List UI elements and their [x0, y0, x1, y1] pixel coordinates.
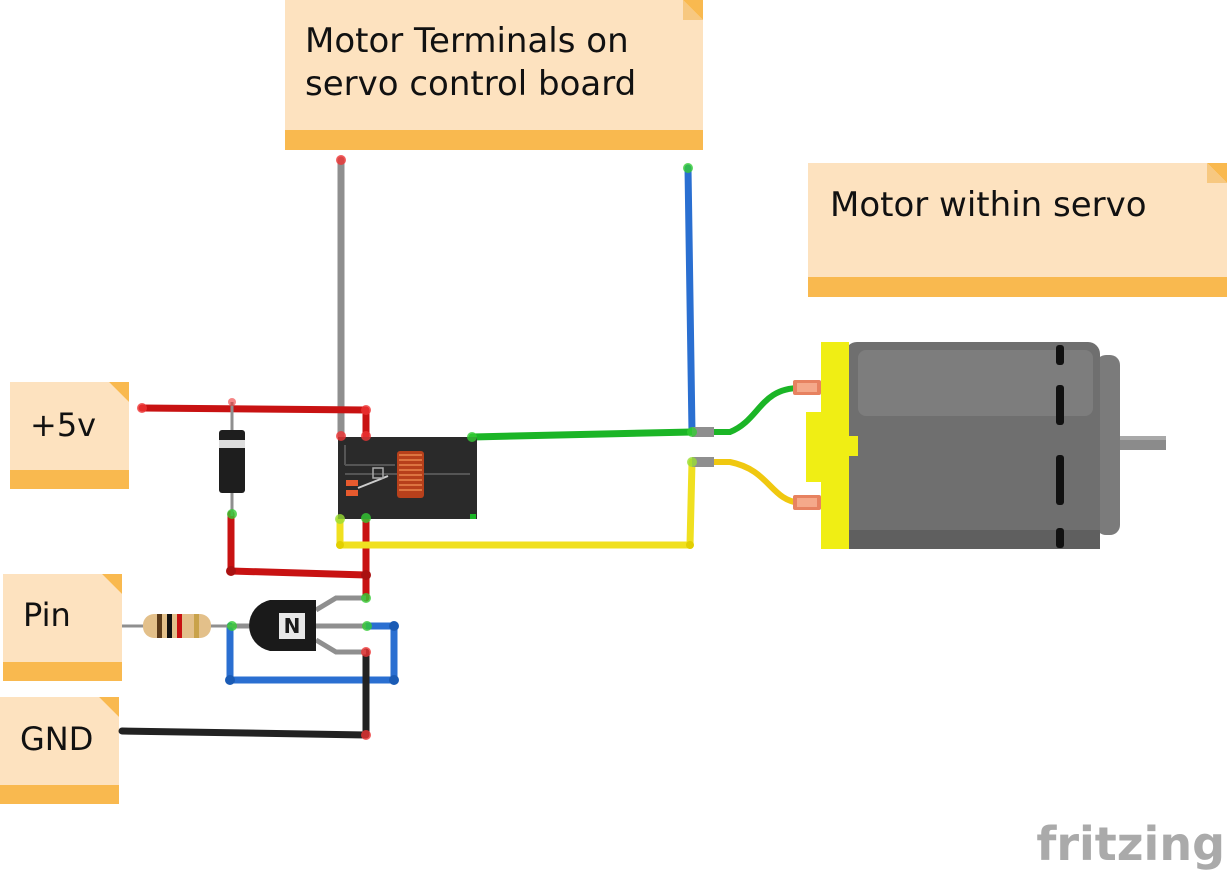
- wire-yellow[interactable]: [336, 458, 696, 549]
- note-motor-terminals-line1: Motor Terminals on: [305, 21, 629, 61]
- note-gnd[interactable]: GND: [0, 697, 119, 804]
- motor-lead-yellow: [692, 459, 801, 506]
- diode[interactable]: [219, 402, 245, 516]
- connection-dots: [137, 155, 697, 740]
- note-plus5v-text: +5v: [30, 406, 96, 444]
- fritzing-watermark: fritzing: [1036, 817, 1225, 871]
- motor[interactable]: [793, 342, 1166, 549]
- note-motor-within-servo[interactable]: Motor within servo: [808, 163, 1227, 297]
- wire-red-5v[interactable]: [138, 404, 370, 440]
- transistor-label: N: [284, 614, 301, 638]
- note-gnd-text: GND: [20, 720, 93, 758]
- wire-black-gnd[interactable]: [118, 648, 370, 739]
- resistor[interactable]: [122, 614, 232, 638]
- wire-blue-terminal[interactable]: [684, 164, 696, 436]
- note-motor-terminals[interactable]: Motor Terminals on servo control board: [285, 0, 703, 150]
- note-pin[interactable]: Pin: [3, 574, 122, 681]
- motor-lead-green: [692, 385, 801, 435]
- note-plus5v[interactable]: +5v: [10, 382, 129, 489]
- wire-green[interactable]: [468, 428, 696, 441]
- wire-red-diode[interactable]: [227, 510, 370, 602]
- note-motor-within-text: Motor within servo: [830, 185, 1147, 225]
- note-motor-terminals-line2: servo control board: [305, 64, 636, 104]
- transistor[interactable]: N: [232, 595, 366, 655]
- note-pin-text: Pin: [23, 596, 71, 634]
- relay[interactable]: [338, 437, 477, 519]
